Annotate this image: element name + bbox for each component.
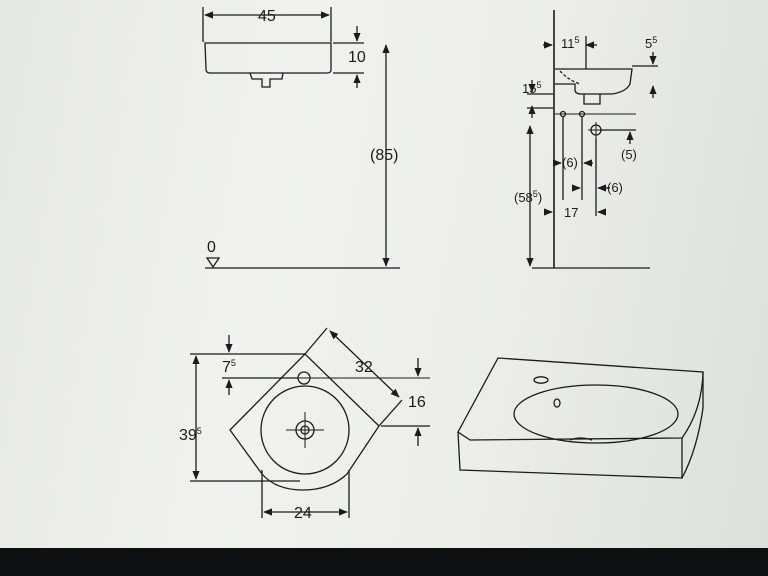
front-width-label: 45	[258, 8, 276, 25]
plan-depth-label: 395	[179, 426, 202, 444]
tap-b-label: (6)	[607, 180, 623, 195]
basin-3d-overflow	[553, 398, 561, 408]
tap-a-label: (6)	[562, 155, 578, 170]
front-depth-label: 10	[348, 49, 366, 66]
edge-label: 55	[645, 35, 657, 51]
basin-3d-bowl	[513, 384, 679, 444]
basin-side-profile	[555, 68, 633, 95]
fixing-point-a	[559, 110, 567, 118]
front-view	[202, 7, 400, 269]
side-height-label: (585)	[514, 189, 542, 205]
side-drain	[583, 94, 601, 105]
diagonal-ext-a	[304, 327, 328, 355]
perspective-view	[457, 357, 704, 479]
wall-dist-label: 17	[564, 205, 578, 220]
drain-drop-label: (5)	[621, 147, 637, 162]
bowl-rim	[260, 385, 350, 475]
basin-side-inner	[559, 70, 581, 85]
diagonal-arrow	[329, 330, 400, 398]
side-label: 16	[408, 394, 426, 411]
plan-width-label: 24	[294, 505, 312, 522]
basin-3d-side	[681, 372, 704, 479]
basin-3d-tap-hole	[533, 376, 549, 384]
side-view	[526, 10, 658, 269]
basin-3d-front	[457, 431, 683, 479]
monitor-bezel	[0, 548, 768, 576]
basin-3d-drain	[569, 437, 593, 441]
tap-offset-label: 75	[222, 358, 236, 376]
floor-level-marker	[205, 257, 221, 269]
diagonal-ext-b	[378, 399, 403, 427]
top-offset-label: 115	[561, 35, 580, 51]
floor-level-label: 0	[207, 239, 216, 256]
basin-drain-outlet	[249, 72, 284, 88]
fixing-point-b	[578, 110, 586, 118]
rim-label: 155	[522, 80, 541, 96]
front-height-label: (85)	[370, 147, 398, 164]
basin-front-profile	[204, 42, 332, 74]
technical-drawing: 45 10 (85) 0 115	[179, 7, 704, 522]
plan-view	[190, 327, 430, 518]
diagonal-label: 32	[355, 359, 373, 376]
